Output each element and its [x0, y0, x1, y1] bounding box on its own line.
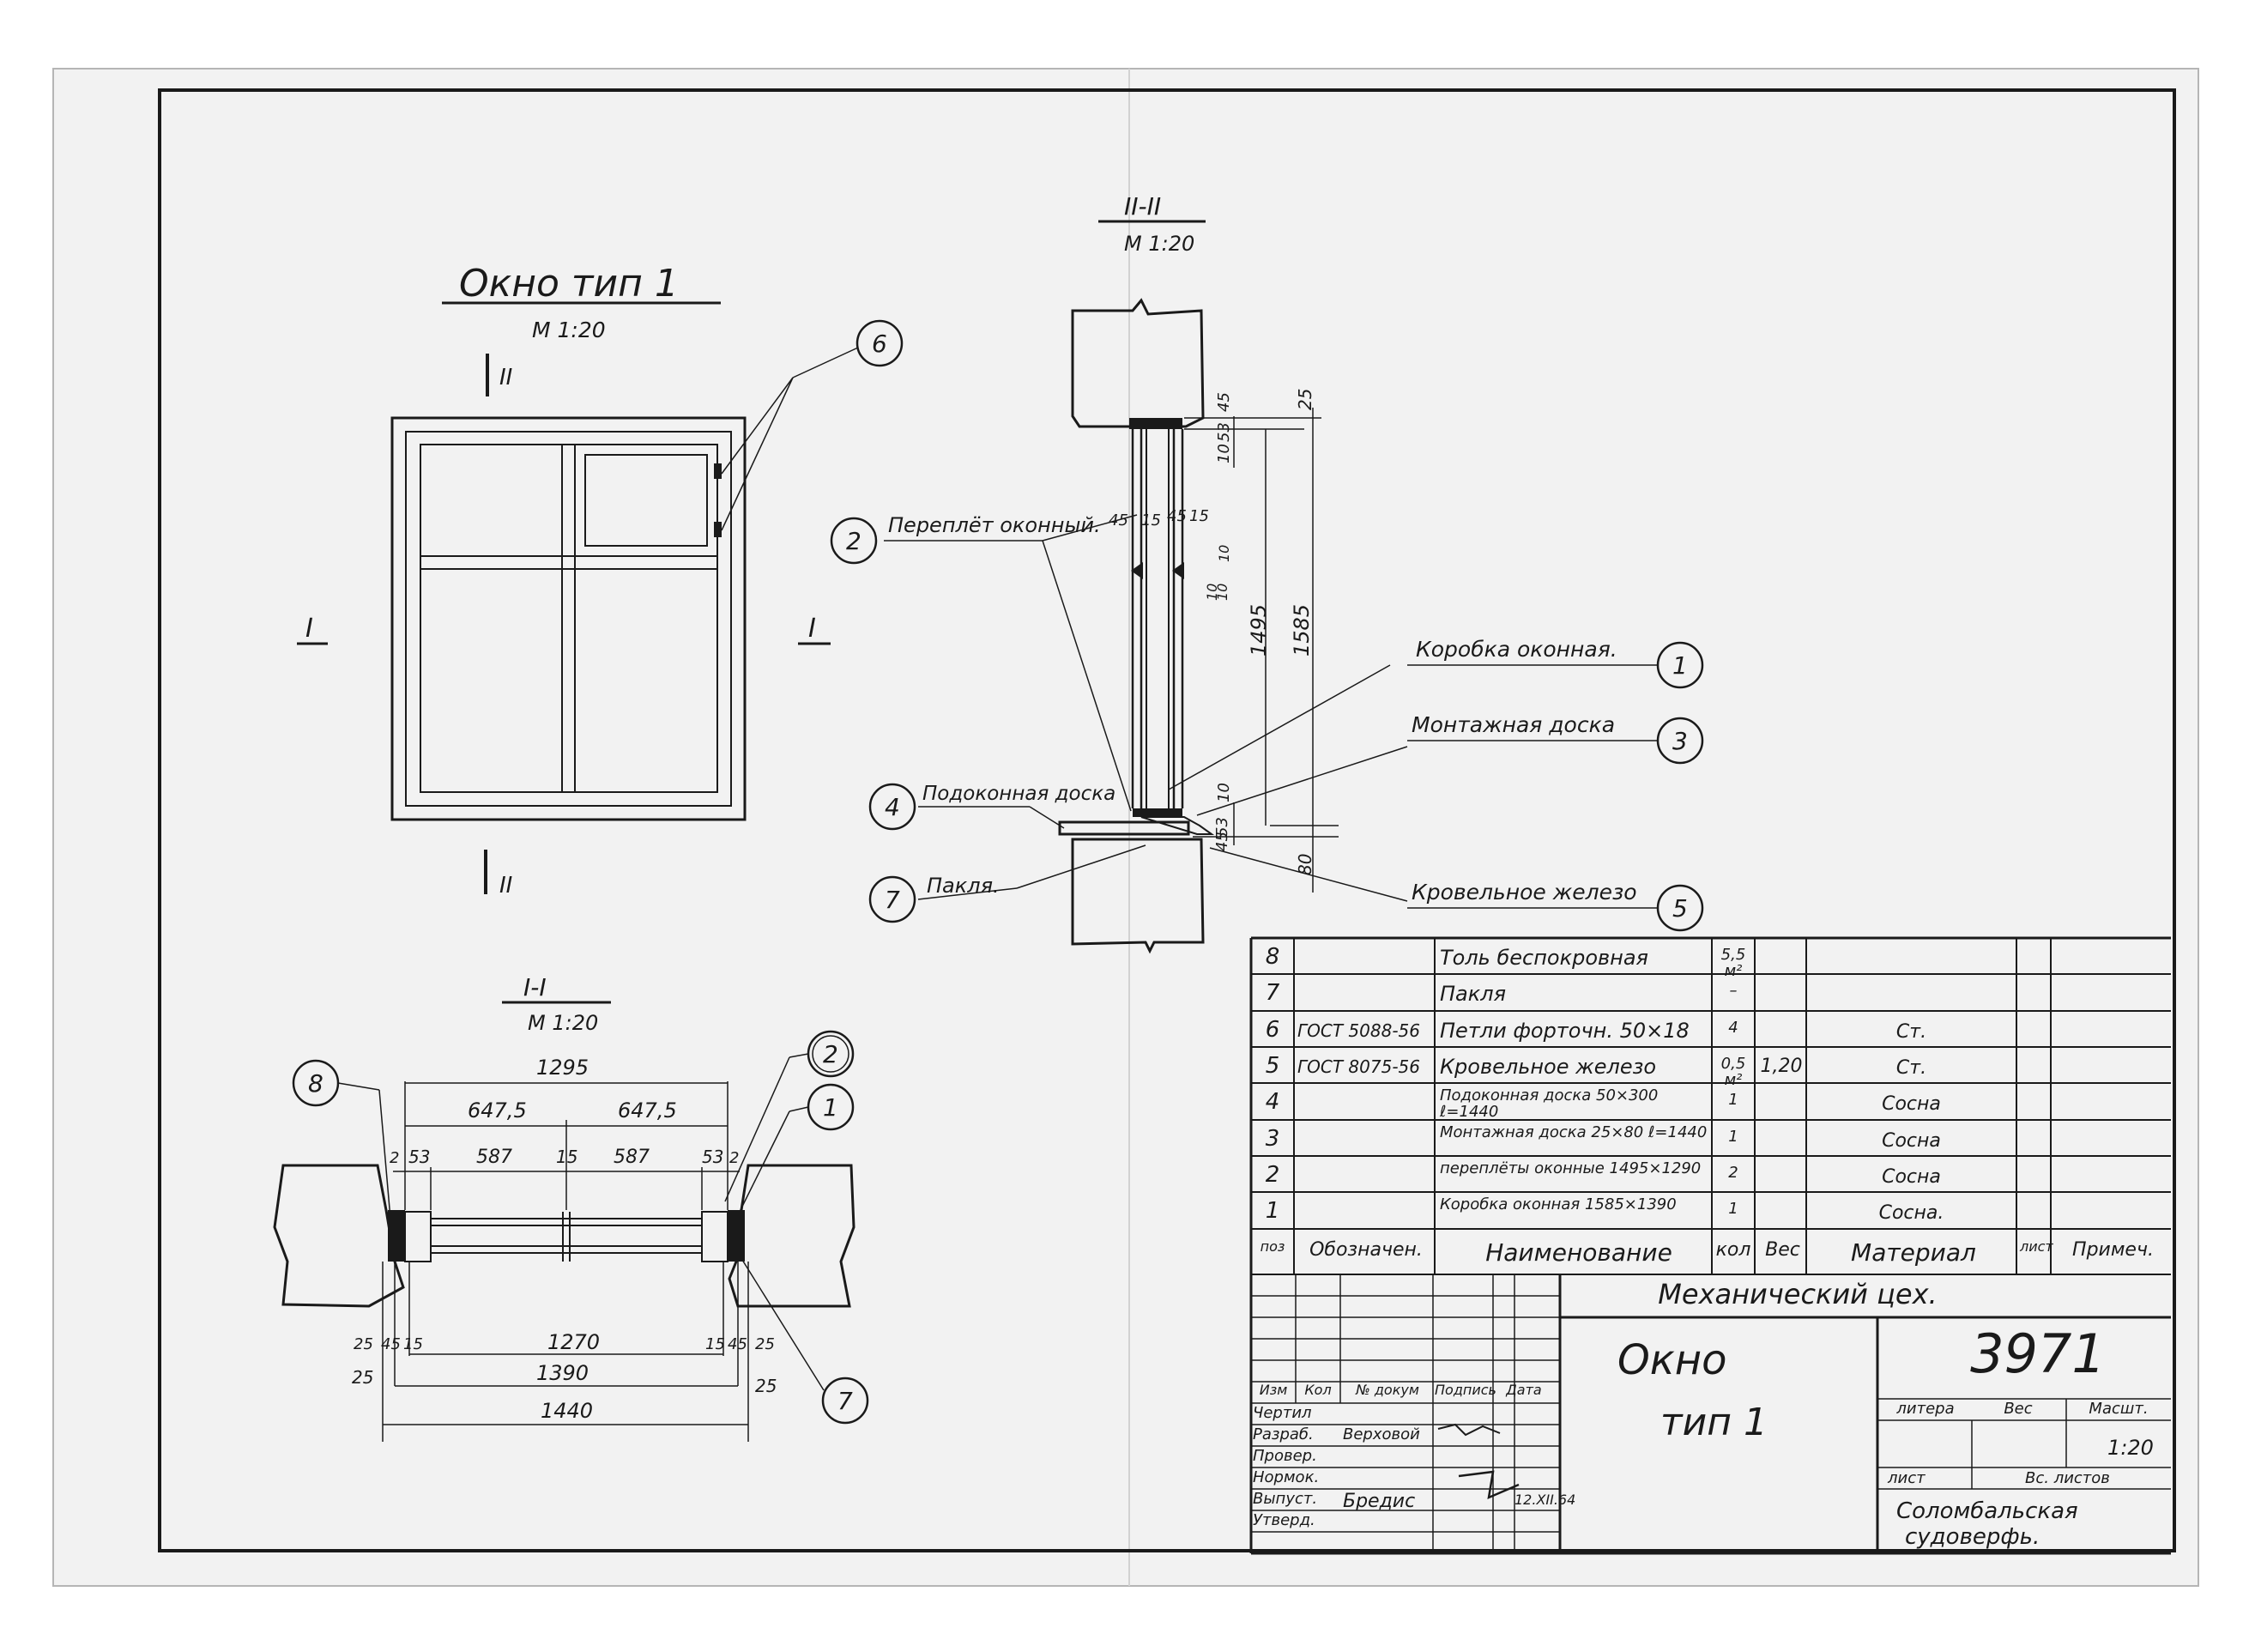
dim-2-right: 2: [729, 1149, 739, 1167]
paper: [52, 68, 2199, 1587]
svg-text:6: 6: [872, 330, 887, 358]
dim-15-a: 15: [1141, 511, 1161, 529]
dim-10-bottom: 10: [1215, 783, 1233, 802]
cut-mark-i-right: I: [808, 614, 816, 644]
window-elevation: Окно тип 1 М 1:20 II II I I: [297, 262, 831, 899]
dim-10-b: 10: [1204, 584, 1220, 601]
dim-53-right: 53: [702, 1147, 723, 1167]
callout-7-top: 7 Пакля.: [868, 874, 1018, 923]
dim-15: 15: [556, 1147, 577, 1167]
dim-15-right: 15: [705, 1335, 725, 1353]
hinge-bottom: [714, 522, 722, 537]
svg-text:4: 4: [885, 793, 900, 821]
callout-4-label: Подоконная доска: [922, 783, 1115, 805]
wall-left: [273, 1164, 405, 1308]
dim-25-right: 25: [755, 1335, 775, 1353]
callout-8: 8: [292, 1059, 391, 1219]
dim-647-5-left: 647,5: [468, 1098, 527, 1123]
dim-25-left: 25: [354, 1335, 373, 1353]
dim-45-top: 45: [1215, 392, 1233, 412]
svg-text:1: 1: [1672, 651, 1688, 680]
cut-mark-ii-bottom: II: [499, 873, 512, 899]
dim-25-top: 25: [1295, 389, 1315, 410]
callout-5-label: Кровельное железо: [1412, 880, 1637, 905]
dim-45-right: 45: [728, 1335, 747, 1353]
callout-2: 2 Переплёт оконный.: [830, 513, 1101, 565]
signature-developer: [1437, 1423, 1501, 1437]
hinge-top: [714, 463, 722, 479]
vent-sash: [574, 444, 718, 557]
section1-scale: М 1:20: [528, 1011, 598, 1035]
elevation-title: Окно тип 1: [459, 262, 679, 306]
callout-1: 1 Коробка оконная.: [1416, 637, 1704, 689]
sill-board: [1058, 820, 1190, 836]
callout-5: 5 Кровельное железо: [1412, 880, 1704, 932]
callout-2-lower: 2: [724, 1030, 855, 1202]
dim-587-right: 587: [614, 1147, 650, 1168]
section2-title: II-II: [1124, 192, 1161, 221]
dim-15-b: 15: [1189, 507, 1209, 525]
dim-10-a: 10: [1216, 545, 1232, 562]
callout-2-label: Переплёт оконный.: [888, 513, 1101, 537]
svg-text:3: 3: [1672, 727, 1688, 755]
dim-1390: 1390: [536, 1361, 589, 1385]
dim-1295: 1295: [536, 1056, 589, 1080]
wall-lintel: [1071, 298, 1205, 428]
dim-1270: 1270: [547, 1330, 600, 1354]
callout-6: 6: [792, 319, 904, 378]
svg-text:2: 2: [823, 1040, 838, 1068]
svg-text:1: 1: [823, 1093, 838, 1122]
dim-1585: 1585: [1290, 604, 1314, 657]
svg-text:7: 7: [885, 886, 900, 914]
dim-647-5-right: 647,5: [618, 1098, 677, 1123]
box-head: [1129, 418, 1182, 429]
section-i-i: I-I М 1:20 8 2 1 7: [273, 973, 869, 1442]
dim-1440: 1440: [541, 1399, 593, 1423]
cut-mark-ii-top: II: [499, 365, 512, 390]
spec-table: [1249, 936, 2171, 1275]
dim-45-b: 45: [1167, 507, 1187, 525]
dim-25-left-2: 25: [352, 1367, 373, 1388]
dim-587-left: 587: [476, 1147, 512, 1168]
svg-text:2: 2: [846, 527, 862, 555]
svg-text:5: 5: [1672, 894, 1688, 923]
dim-10-top: 10: [1215, 444, 1233, 463]
dim-25-right-2: 25: [755, 1376, 777, 1396]
callout-4: 4 Подоконная доска: [868, 783, 1115, 831]
svg-text:8: 8: [308, 1069, 323, 1098]
dim-45-bottom: 45: [1213, 832, 1231, 851]
callout-7-lower: 7: [737, 1252, 869, 1425]
section-ii-ii: II-II М 1:20 25 10 53 45 4: [1058, 192, 1339, 954]
dim-53-top: 53: [1215, 422, 1233, 442]
callout-1-label: Коробка оконная.: [1416, 637, 1617, 662]
leader-lines: [1016, 514, 1658, 909]
dim-2-left: 2: [390, 1149, 399, 1167]
dim-15-left: 15: [403, 1335, 423, 1353]
signature-issuer: [1458, 1470, 1520, 1500]
section2-scale: М 1:20: [1124, 232, 1194, 256]
section1-title: I-I: [523, 973, 547, 1001]
wall-sill: [1071, 838, 1205, 954]
dim-53-bottom: 53: [1213, 817, 1231, 837]
title-block: [1249, 1274, 2171, 1555]
callout-3: 3 Монтажная доска: [1412, 712, 1704, 765]
dim-1495: 1495: [1247, 604, 1271, 657]
cut-mark-i-left: I: [305, 614, 313, 644]
drawing-frame: [158, 88, 2176, 1552]
dim-10-c: 10: [1214, 584, 1230, 601]
dim-45-left: 45: [381, 1335, 401, 1353]
window-box-outline: [390, 416, 747, 821]
dim-53-left: 53: [408, 1147, 430, 1167]
svg-text:7: 7: [837, 1387, 853, 1415]
callout-3-label: Монтажная доска: [1412, 712, 1615, 737]
elevation-scale: М 1:20: [532, 318, 606, 342]
